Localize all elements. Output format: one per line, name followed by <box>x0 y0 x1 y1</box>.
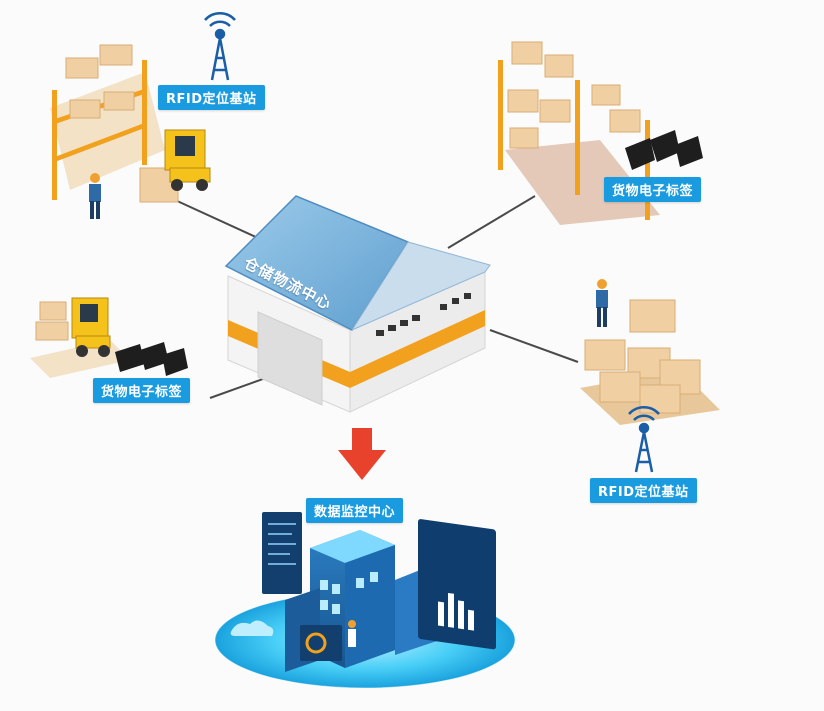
label-monitoring-center: 数据监控中心 <box>306 498 404 523</box>
monitoring-center-illustration <box>214 512 516 689</box>
line-right <box>489 329 579 363</box>
boxes-worker-scene-right <box>580 279 720 425</box>
label-cargo-tag-top-right: 货物电子标签 <box>604 177 702 202</box>
label-cargo-tag-left: 货物电子标签 <box>93 378 191 403</box>
line-top-right <box>447 195 536 249</box>
line-top-left <box>174 199 259 239</box>
label-rfid-base-station-top: RFID定位基站 <box>158 85 265 110</box>
warehouse-building <box>224 195 491 413</box>
shelf-tag-scene-top-right <box>498 41 703 225</box>
shelf-forklift-scene-top-left <box>50 44 211 219</box>
forklift-tag-scene-left <box>30 297 188 378</box>
rfid-tower-icon-top <box>204 11 236 81</box>
connection-lines <box>174 195 579 399</box>
rfid-tower-icon-bottom <box>628 405 660 473</box>
down-arrow-icon <box>338 428 386 480</box>
label-rfid-base-station-bottom: RFID定位基站 <box>590 478 697 503</box>
